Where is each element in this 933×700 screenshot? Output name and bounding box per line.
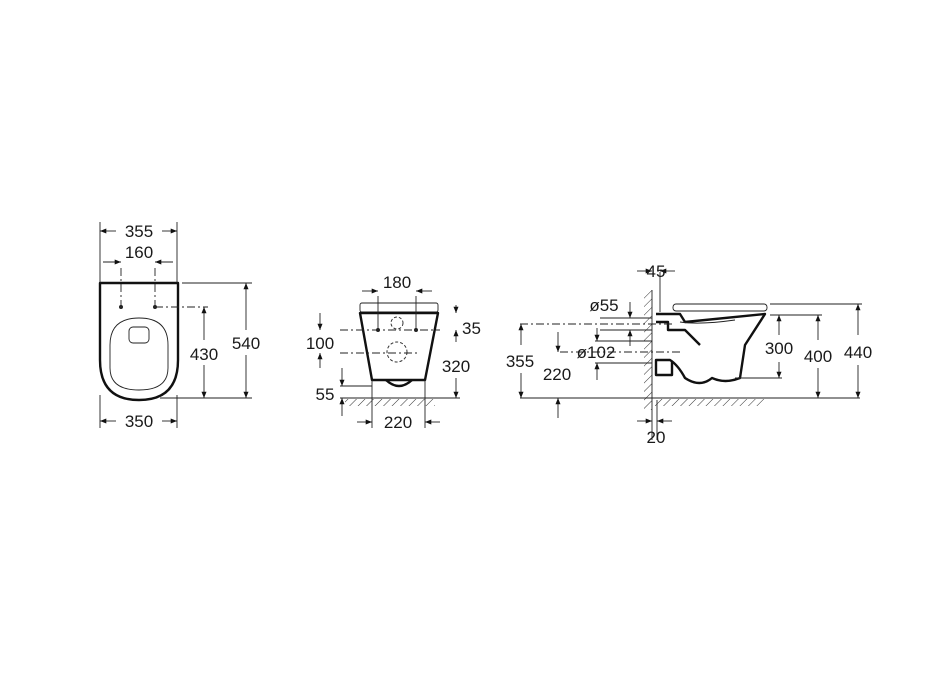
dim-side-wall-top: 45 <box>647 262 666 281</box>
dim-side-outlet-diameter: ø102 <box>577 343 616 362</box>
dim-top-fixing-spacing: 160 <box>125 243 153 262</box>
bowl-outline-top <box>98 281 180 402</box>
floor <box>655 399 765 406</box>
seat <box>359 302 439 313</box>
bowl-outline-side <box>654 312 767 385</box>
dim-side-rim-height: 400 <box>804 347 832 366</box>
dim-top-width: 355 <box>125 222 153 241</box>
seat-opening <box>109 317 169 391</box>
dim-top-fixing-front: 430 <box>190 345 218 364</box>
side-view: 45 20 ø55 ø102 355 220 300 400 440 <box>506 262 872 447</box>
dim-front-base-width: 220 <box>384 413 412 432</box>
dim-top-length: 540 <box>232 334 260 353</box>
dim-side-fixing-height: 355 <box>506 352 534 371</box>
dim-side-bowl-height: 300 <box>765 339 793 358</box>
dim-side-inlet-diameter: ø55 <box>589 296 618 315</box>
outlet-bulge <box>385 379 413 388</box>
front-view: 180 35 320 100 55 220 <box>306 273 481 432</box>
dim-side-outlet-height: 220 <box>543 365 571 384</box>
dim-front-fixing-spacing: 180 <box>383 273 411 292</box>
seat-hinge <box>128 326 150 344</box>
dim-front-outlet-height: 55 <box>316 385 335 404</box>
dim-side-wall-bottom: 20 <box>647 428 666 447</box>
dim-side-seat-height: 440 <box>844 343 872 362</box>
bowl-outline-front <box>358 311 440 382</box>
dim-top-base-width: 350 <box>125 412 153 431</box>
dim-front-fixing-outlet: 100 <box>306 334 334 353</box>
wall <box>644 290 652 410</box>
top-view: 355 160 540 430 350 <box>98 222 260 431</box>
dim-front-seat-fixing: 35 <box>462 319 481 338</box>
seat-lid <box>672 303 768 312</box>
dim-front-fixing-height: 320 <box>442 357 470 376</box>
